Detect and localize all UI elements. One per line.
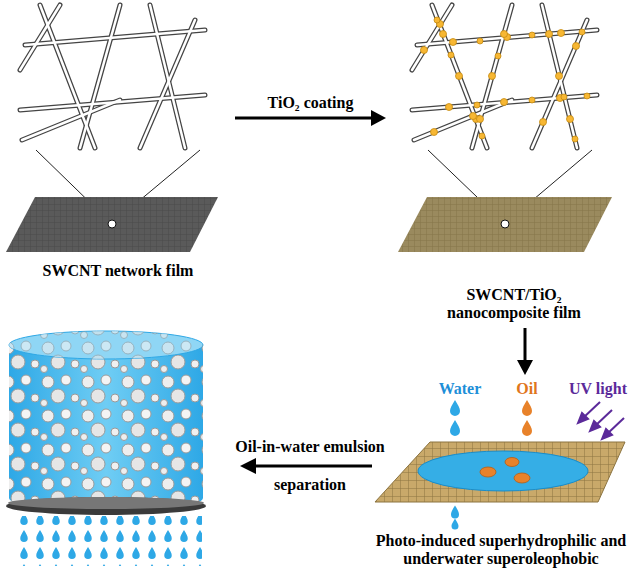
swcnt-tio2-network (412, 5, 597, 148)
process-arrow (235, 110, 386, 126)
emulsion-cylinder (9, 331, 203, 512)
arrow-head (517, 360, 533, 375)
membrane (375, 442, 625, 502)
text-label: UV light (569, 380, 627, 398)
film-plate (398, 197, 612, 252)
film-node: SWCNT/TiO₂ nanocomposite film (392, 0, 636, 326)
swcnt-network (20, 5, 205, 148)
arrow-head (371, 110, 386, 126)
oil-drops (522, 400, 532, 436)
text-label: Water (439, 380, 482, 398)
edge-label: TiO₂ coating (268, 94, 354, 112)
film-node: SWCNT network film (2, 0, 234, 292)
text-label: Oil-in-water emulsion (235, 438, 384, 456)
film-label: SWCNT network film (13, 262, 223, 280)
separation-arrow (240, 458, 372, 474)
process-arrow (517, 328, 533, 375)
membrane-disk (6, 497, 206, 515)
film-label: SWCNT/TiO₂ nanocomposite film (434, 286, 594, 322)
filtrate-drops (12, 516, 202, 566)
zoom-spot (108, 220, 116, 228)
film-plate (6, 197, 218, 252)
zoom-spot (501, 220, 509, 228)
uv-arrows (578, 402, 624, 439)
oil-droplets (480, 458, 530, 484)
membrane-node: Photo-induced superhydrophilic and under… (366, 376, 636, 568)
caption-text: Photo-induced superhydrophilic and under… (370, 532, 632, 568)
text-label: separation (274, 476, 346, 494)
text-label: Oil (516, 380, 537, 398)
water-film (418, 451, 588, 491)
